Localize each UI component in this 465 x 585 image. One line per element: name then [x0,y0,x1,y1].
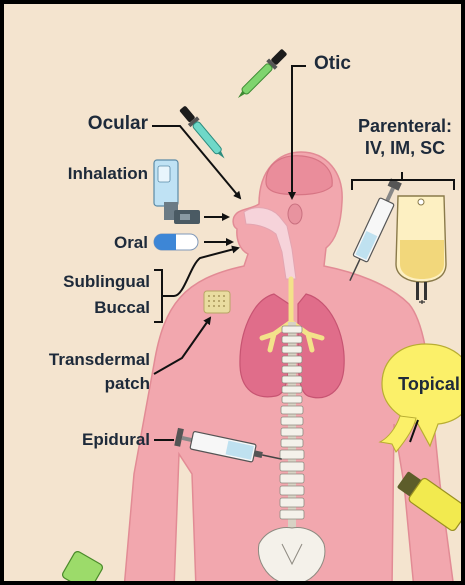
diagram-artwork [4,4,465,585]
iv-bag-icon [396,196,446,304]
patch-label: patch [14,374,150,394]
ear-dropper-icon [234,47,289,102]
ocular-label: Ocular [44,114,148,134]
epidural-label: Epidural [34,430,150,450]
capsule-icon [154,234,198,250]
inhalation-label: Inhalation [26,164,148,184]
topical-label: Topical [386,374,465,394]
oral-label: Oral [84,233,148,253]
parenteral-syringe-icon [343,178,404,284]
otic-label: Otic [314,54,351,74]
transdermal-label: Transdermal [14,350,150,370]
buccal-label: Buccal [22,298,150,318]
inhaler-icon [154,160,200,224]
suppository-vial-icon [61,550,104,585]
parenteral-routes-label: IV, IM, SC [346,138,464,158]
sublingual-label: Sublingual [22,272,150,292]
parenteral-label: Parenteral: [346,116,464,136]
transdermal-patch-icon [204,291,230,313]
